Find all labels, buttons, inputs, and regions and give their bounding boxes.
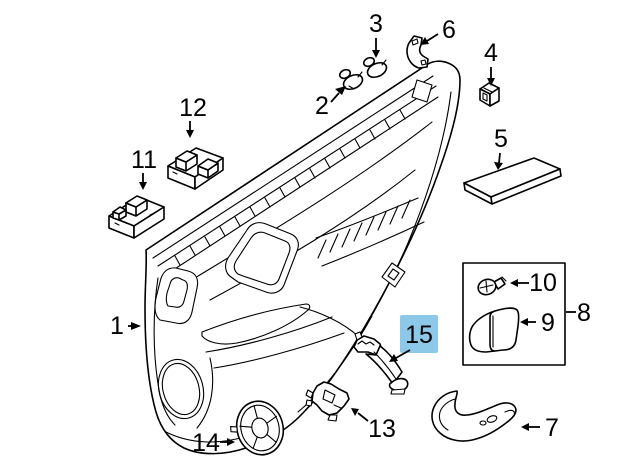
callout-5-number[interactable]: 5 bbox=[494, 125, 508, 153]
sill-hatch bbox=[174, 109, 406, 266]
callout-13-number[interactable]: 13 bbox=[368, 415, 396, 443]
lamp-assembly-box-8 bbox=[462, 262, 566, 366]
callout-7[interactable]: 7 bbox=[521, 414, 559, 442]
callout-10-number[interactable]: 10 bbox=[529, 269, 557, 297]
callout-9-number[interactable]: 9 bbox=[541, 309, 555, 337]
bracket-13 bbox=[305, 381, 350, 422]
switch-12 bbox=[167, 147, 224, 190]
pull-handle-bracket-15 bbox=[353, 331, 409, 395]
callout-12[interactable]: 12 bbox=[179, 94, 207, 138]
callout-8[interactable]: 8 bbox=[566, 299, 591, 327]
leader-arrow bbox=[426, 33, 439, 42]
leader-arrow bbox=[395, 349, 411, 359]
callout-1[interactable]: 1 bbox=[110, 312, 141, 340]
trim-clip-2 bbox=[338, 68, 364, 91]
callout-13[interactable]: 13 bbox=[351, 408, 396, 443]
callout-14[interactable]: 14 bbox=[192, 429, 235, 457]
bulb-10 bbox=[477, 276, 507, 296]
bracket-6 bbox=[406, 35, 429, 69]
callout-7-number[interactable]: 7 bbox=[545, 414, 559, 442]
callout-4-number[interactable]: 4 bbox=[484, 39, 498, 67]
callout-15-highlight bbox=[400, 315, 438, 353]
callout-6[interactable]: 6 bbox=[420, 16, 456, 45]
switch-4 bbox=[479, 82, 500, 107]
callout-10[interactable]: 10 bbox=[510, 269, 557, 297]
callout-2[interactable]: 2 bbox=[315, 86, 346, 120]
callout-11-number[interactable]: 11 bbox=[131, 146, 157, 174]
trim-clip-3 bbox=[362, 56, 388, 79]
callout-1-number[interactable]: 1 bbox=[110, 312, 124, 340]
switch-11 bbox=[108, 195, 165, 239]
lamp-lens-9 bbox=[468, 307, 520, 353]
leader-arrow bbox=[498, 152, 501, 164]
leader-arrow bbox=[357, 412, 369, 422]
grip-trim-7 bbox=[431, 390, 517, 442]
callout-2-number[interactable]: 2 bbox=[315, 92, 329, 120]
callout-6-number[interactable]: 6 bbox=[442, 16, 456, 44]
callout-14-number[interactable]: 14 bbox=[192, 429, 220, 457]
callout-12-number[interactable]: 12 bbox=[179, 94, 207, 122]
callout-15[interactable]: 15 bbox=[389, 315, 438, 362]
callout-11[interactable]: 11 bbox=[131, 146, 157, 190]
callout-9[interactable]: 9 bbox=[520, 309, 555, 337]
speaker-grille-14 bbox=[230, 400, 285, 456]
door-trim-panel bbox=[144, 60, 461, 455]
armrest-pad-5 bbox=[463, 157, 562, 205]
callout-4[interactable]: 4 bbox=[484, 39, 498, 86]
switch-plate-hatch bbox=[317, 199, 411, 259]
callout-3-number[interactable]: 3 bbox=[369, 10, 383, 38]
leader-arrow bbox=[330, 92, 340, 103]
callout-8-number[interactable]: 8 bbox=[577, 299, 591, 327]
callout-3[interactable]: 3 bbox=[369, 10, 383, 58]
callout-15-number[interactable]: 15 bbox=[405, 321, 433, 349]
callout-5[interactable]: 5 bbox=[494, 125, 508, 170]
